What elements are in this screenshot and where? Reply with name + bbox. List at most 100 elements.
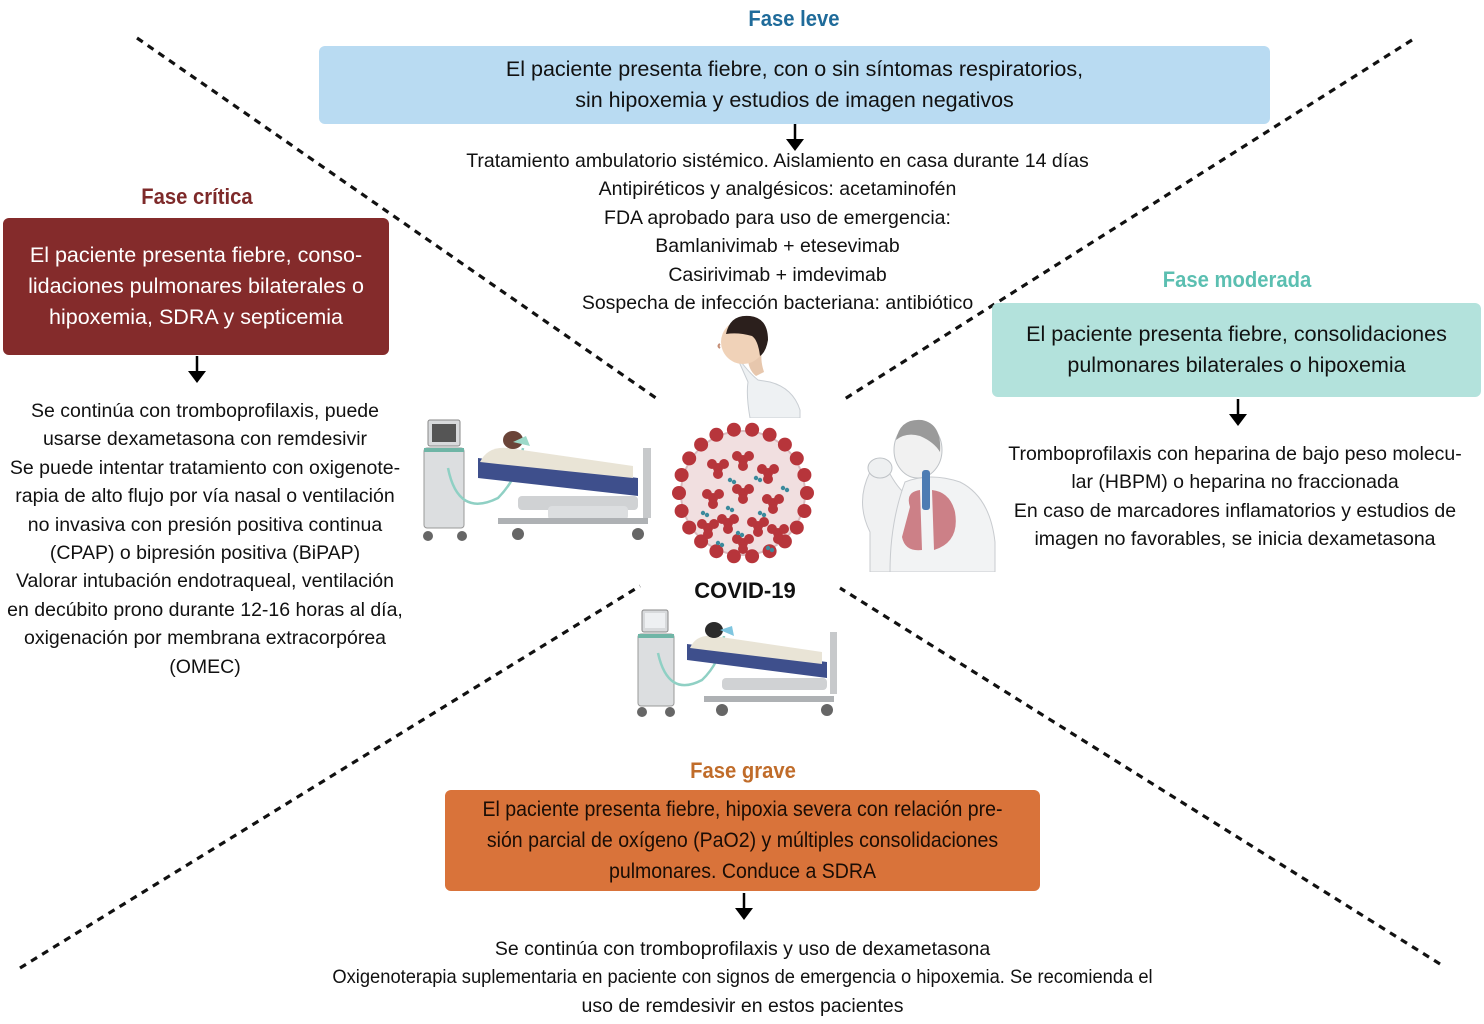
treatment-line: Tromboprofilaxis con heparina de bajo pe…	[1008, 443, 1462, 465]
critical-patient-bed-icon	[637, 609, 837, 717]
virus-spike	[797, 468, 812, 482]
phase-description-line: lidaciones pulmonares bilaterales o	[28, 274, 364, 298]
virus-protein	[723, 524, 733, 534]
virus-spike	[745, 549, 760, 564]
arrow-down-icon	[1229, 399, 1247, 426]
virus-dot	[780, 485, 786, 491]
virus-dot	[739, 532, 745, 538]
virus-dot	[761, 512, 767, 518]
treatment-line: Casirivimab + imdevimab	[668, 263, 887, 286]
virus-protein	[757, 464, 767, 474]
treatment-line: rapia de alto flujo por vía nasal o vent…	[15, 485, 395, 508]
virus-protein	[709, 519, 719, 529]
phase-treatment-critica: Se continúa con tromboprofilaxis, puede …	[0, 397, 410, 681]
treatment-line: Tratamiento ambulatorio sistémico. Aisla…	[466, 150, 1089, 172]
treatment-line: Oxigenoterapia suplementaria en paciente…	[332, 966, 1153, 989]
virus-dot	[700, 510, 706, 516]
virus-spike	[694, 437, 709, 452]
virus-dot	[725, 505, 731, 511]
phase-description-line: pulmonares bilaterales o hipoxemia	[1067, 353, 1406, 377]
virus-spike	[674, 504, 689, 518]
virus-dot	[769, 547, 775, 553]
virus-protein	[773, 534, 783, 544]
virus-protein	[753, 527, 763, 537]
treatment-line: Valorar intubación endotraqueal, ventila…	[16, 570, 394, 593]
virus-dot	[784, 487, 790, 493]
treatment-line: FDA aprobado para uso de emergencia:	[604, 206, 951, 229]
virus-protein	[759, 517, 769, 527]
virus-dot	[727, 477, 733, 483]
virus-dot	[731, 479, 737, 485]
divider-bottom-right	[839, 586, 1441, 966]
virus-spike	[762, 544, 777, 559]
virus-spike	[789, 520, 804, 535]
virus-dot	[735, 530, 741, 536]
treatment-line: En caso de marcadores inflamatorios y es…	[1013, 499, 1457, 522]
virus-protein	[714, 489, 724, 499]
treatment-line: no invasiva con presión positiva continu…	[27, 513, 383, 536]
divider-top-left	[136, 36, 657, 400]
virus-protein	[767, 524, 777, 534]
virus-spike	[789, 451, 804, 466]
phase-treatment-moderada: Tromboprofilaxis con heparina de bajo pe…	[990, 440, 1480, 554]
divider-bottom-left	[19, 584, 641, 970]
virus-spike	[745, 422, 760, 437]
virus-protein	[747, 517, 757, 527]
virus-protein	[744, 484, 754, 494]
virus-dot	[729, 507, 735, 513]
treatment-line: Se continúa con tromboprofilaxis, puede	[31, 400, 379, 422]
virus-spike	[682, 520, 697, 535]
phase-box-leve: El paciente presenta fiebre, con o sin s…	[319, 46, 1270, 124]
virus-protein	[779, 524, 789, 534]
virus-protein	[708, 499, 718, 509]
phase-description-line: sión parcial de oxígeno (PaO2) y múltipl…	[486, 829, 999, 852]
mild-patient-icon	[717, 315, 801, 418]
virus-dot	[719, 542, 725, 548]
virus-spike	[777, 437, 792, 452]
virus-protein	[713, 469, 723, 479]
phase-title-grave: Fase grave	[690, 758, 796, 783]
treatment-line: (OMEC)	[169, 655, 241, 678]
phase-description-line: hipoxemia, SDRA y septicemia	[49, 305, 343, 329]
virus-protein	[768, 504, 778, 514]
virus-protein	[707, 459, 717, 469]
covid-19-label: COVID-19	[694, 578, 796, 603]
virus-spike	[726, 549, 741, 564]
moderate-patient-lungs-icon	[862, 419, 996, 572]
virus-dot	[757, 510, 763, 516]
phase-box-grave: El paciente presenta fiebre, hipoxia sev…	[445, 790, 1040, 891]
treatment-line: oxigenación por membrana extracorpórea	[23, 627, 387, 650]
virus-spike	[694, 534, 709, 549]
treatment-line: en decúbito prono durante 12-16 horas al…	[7, 598, 403, 621]
virus-protein	[738, 544, 748, 554]
virus-dot	[704, 512, 710, 518]
virus-spike	[762, 427, 777, 442]
virus-dot	[753, 475, 759, 481]
phase-box-moderada: El paciente presenta fiebre, consolidaci…	[992, 303, 1481, 397]
virus-spike	[800, 486, 814, 500]
virus-protein	[738, 461, 748, 471]
treatment-line: Antipiréticos y analgésicos: acetaminofé…	[598, 178, 957, 201]
phase-description-line: El paciente presenta fiebre, con o sin s…	[505, 57, 1084, 81]
phase-description-line: pulmonares. Conduce a SDRA	[608, 860, 877, 883]
virus-protein	[703, 529, 713, 539]
virus-protein	[719, 459, 729, 469]
arrow-down-icon	[188, 356, 206, 383]
divider-top-right	[842, 38, 1413, 402]
virus-protein	[763, 474, 773, 484]
virus-protein	[744, 451, 754, 461]
treatment-line: uso de remdesivir en estos pacientes	[581, 994, 904, 1017]
virus-protein	[744, 534, 754, 544]
arrow-down-icon	[786, 124, 804, 151]
treatment-line: Bamlanivimab + etesevimab	[655, 235, 900, 258]
virus-protein	[697, 519, 707, 529]
virus-protein	[732, 451, 742, 461]
phase-description-line: sin hipoxemia y estudios de imagen negat…	[575, 88, 1014, 112]
virus-protein	[762, 494, 772, 504]
ventilated-patient-bed-icon	[423, 419, 651, 541]
virus-spike	[674, 468, 689, 482]
phase-description-line: El paciente presenta fiebre, conso-	[29, 243, 363, 267]
phase-title-moderada: Fase moderada	[1162, 267, 1312, 292]
treatment-line: lar (HBPM) o heparina no fraccionada	[1071, 471, 1399, 494]
